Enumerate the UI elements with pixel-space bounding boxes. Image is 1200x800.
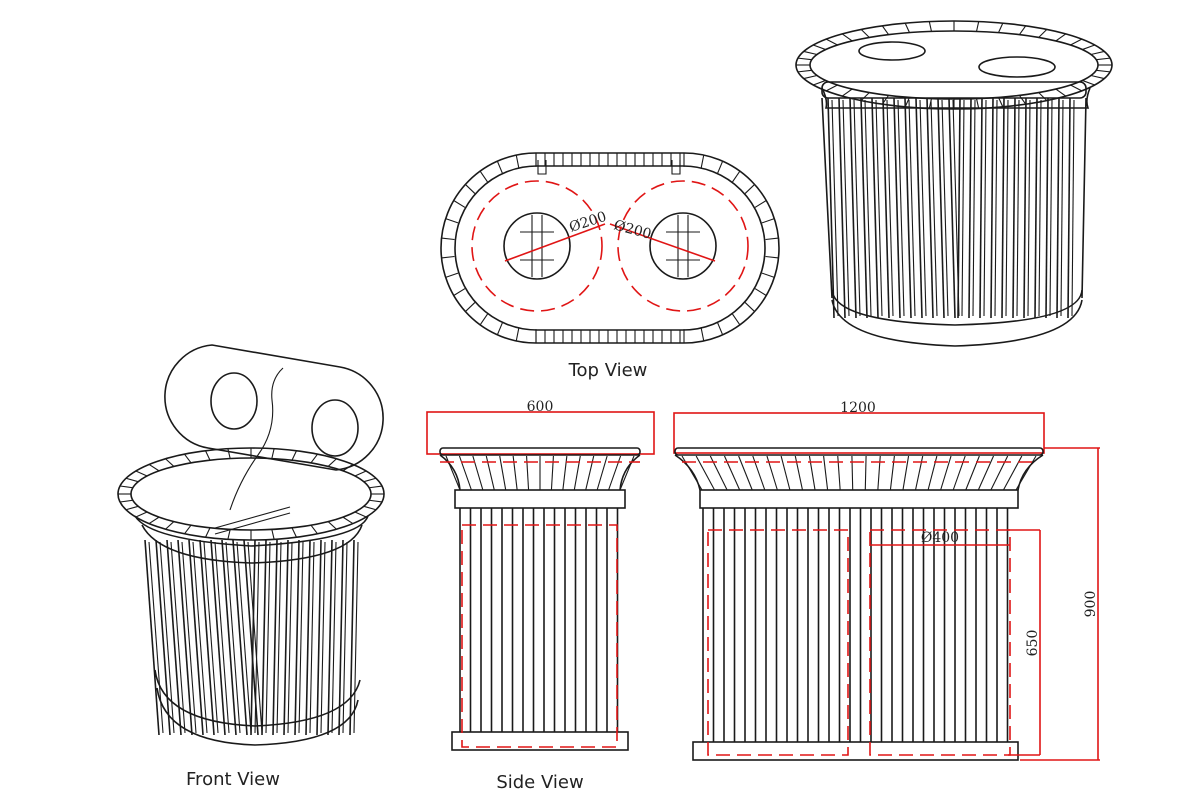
top-view-slats <box>441 153 779 343</box>
inner-diameter-dimension: Ø400 <box>921 530 959 546</box>
total-height-dimension: 900 <box>1083 591 1099 618</box>
top-view-outer-rim <box>440 152 780 344</box>
side-view-label: Side View <box>496 772 583 793</box>
side-width-dimension: 600 <box>527 399 554 415</box>
top-view: Ø200 Ø200 Top View <box>440 152 780 381</box>
top-view-hole-right <box>617 180 749 312</box>
front-view-label: Front View <box>186 769 280 790</box>
front-elevation-view: 1200 Ø400 650 900 <box>673 400 1100 761</box>
front-width-dimension: 1200 <box>840 400 876 416</box>
isometric-view-closed <box>795 20 1113 347</box>
top-view-inner-rim <box>454 165 766 331</box>
open-lid <box>164 344 384 471</box>
front-width-box <box>673 412 1045 454</box>
side-view: 600 Side View <box>426 399 655 793</box>
top-view-label: Top View <box>568 360 648 381</box>
diameter-line-right <box>609 223 716 262</box>
inner-height-dimension: 650 <box>1025 630 1041 657</box>
diameter-line-left <box>504 223 606 262</box>
hole-left-dimension: Ø200 <box>567 209 608 236</box>
top-view-hole-left <box>471 180 603 312</box>
side-width-box <box>426 411 655 455</box>
front-view: Front View <box>117 344 385 790</box>
hinge-clips <box>537 160 681 175</box>
lid-cable <box>229 367 284 511</box>
